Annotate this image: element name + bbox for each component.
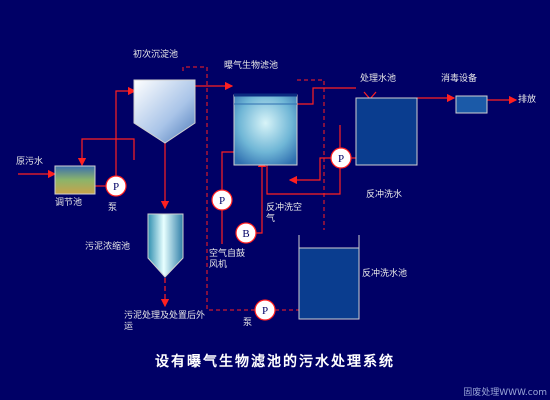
backwash-air-pipe [255, 158, 267, 234]
settling-tank-label: 初次沉淀池 [133, 50, 179, 60]
pump-1-symbol: P [113, 181, 119, 193]
backwash-drain-dashed [297, 79, 325, 230]
storage-tank-label: 调节池 [55, 198, 83, 208]
baf-to-treated-pipe [297, 87, 356, 105]
return-to-storage-pipe [77, 138, 135, 167]
raw-water-label: 原污水 [16, 157, 44, 167]
pump-4-icon [254, 299, 276, 321]
backwash-tank [298, 247, 360, 320]
blower-icon [235, 222, 257, 244]
pump-2-icon [211, 189, 233, 211]
pump-4-label: 泵 [243, 318, 253, 328]
disinfection-unit [455, 95, 488, 114]
sludge-thickener [147, 213, 184, 278]
pump-4-symbol: P [262, 305, 268, 317]
backwash-water-label: 反冲洗水 [366, 190, 403, 200]
pump-3-symbol: P [338, 153, 344, 165]
disinfection-label: 消毒设备 [441, 74, 478, 84]
blower-symbol: B [242, 228, 249, 240]
settling-tank [133, 79, 196, 144]
air-into-baf-pipe [221, 151, 236, 190]
baf-label: 曝气生物滤池 [224, 61, 279, 71]
treated-tank [355, 97, 418, 166]
pump-1-icon [105, 175, 127, 197]
discharge-label: 排放 [518, 95, 537, 105]
sludge-out-label: 污泥处理及处置后外运 [124, 311, 206, 332]
treated-tank-label: 处理水池 [360, 74, 397, 84]
pump-1-label: 泵 [108, 203, 118, 213]
diagram-title: 设有曝气生物滤池的污水处理系统 [155, 354, 395, 370]
pump-2-symbol: P [219, 195, 225, 207]
backwash-water-pipe [288, 157, 331, 185]
sludge-thickener-label: 污泥浓缩池 [85, 242, 131, 252]
blower-air-label: 空气自鼓风机 [209, 249, 246, 270]
sludge-return-dashed [182, 66, 255, 311]
pump-3-icon [330, 147, 352, 169]
backwash-tank-label: 反冲洗水池 [362, 269, 408, 279]
pump-to-settling-pipe [115, 86, 137, 176]
watermark: 固废处理WWW.com [463, 388, 547, 398]
baf-tank [233, 94, 298, 166]
storage-tank [54, 165, 96, 195]
backwash-air-label: 反冲洗空气 [266, 203, 303, 224]
